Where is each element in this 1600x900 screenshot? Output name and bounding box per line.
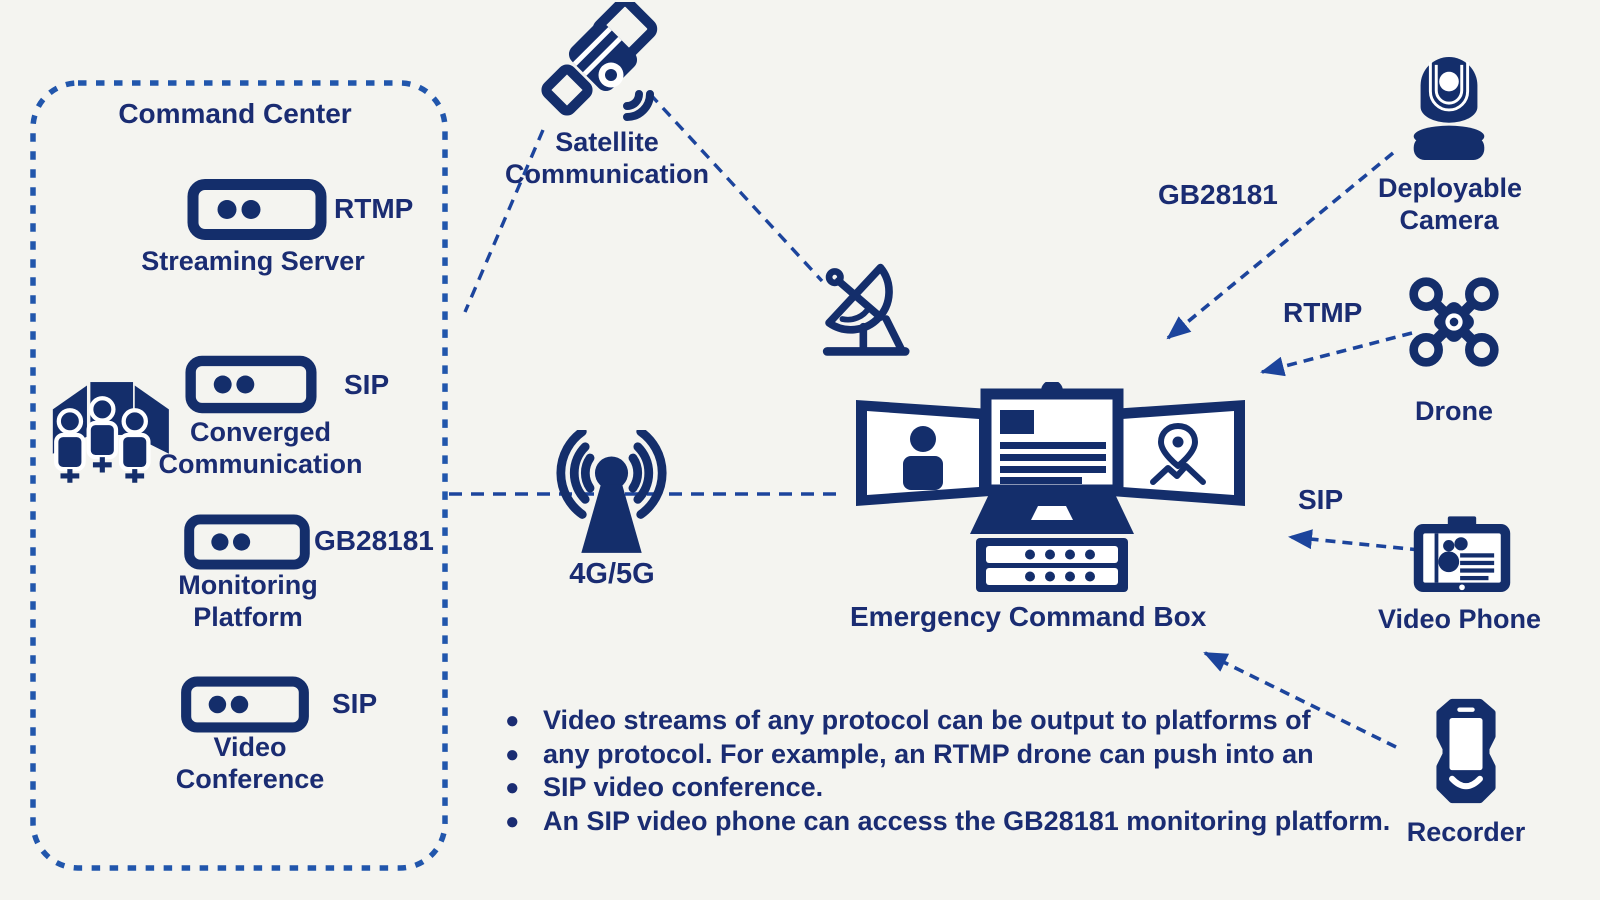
video-conference-label: Video Conference xyxy=(175,732,325,794)
drone-icon xyxy=(1406,274,1502,370)
converged-communication-protocol: SIP xyxy=(344,369,390,400)
recorder-label: Recorder xyxy=(1406,817,1526,847)
sip-arrow-label: SIP xyxy=(1298,484,1344,515)
arrow-drone-rtmp xyxy=(1260,331,1413,377)
cellular-label: 4G/5G xyxy=(569,558,655,590)
note-text: SIP video conference. xyxy=(543,772,824,802)
note-text: Video streams of any protocol can be out… xyxy=(543,705,1311,735)
note-item: ● any protocol. For example, an RTMP dron… xyxy=(497,738,1417,772)
cellular-antenna-icon xyxy=(556,430,668,557)
emergency-command-box-label: Emergency Command Box xyxy=(850,601,1207,632)
note-item: ● An SIP video phone can access the GB281… xyxy=(497,805,1417,839)
streaming-server-label: Streaming Server xyxy=(141,246,365,276)
command-center-title: Command Center xyxy=(118,98,352,129)
monitoring-platform-protocol: GB28181 xyxy=(314,525,434,556)
recorder-icon xyxy=(1426,688,1506,814)
bullet-icon: ● xyxy=(505,740,520,768)
video-conference-protocol: SIP xyxy=(332,688,378,719)
note-item: ● Video streams of any protocol can be ou… xyxy=(497,704,1417,738)
satellite-icon xyxy=(497,2,662,127)
gb28181-arrow-label: GB28181 xyxy=(1158,179,1278,210)
emergency-command-box-icon xyxy=(828,382,1273,600)
satellite-dish-icon xyxy=(810,260,910,360)
bullet-icon: ● xyxy=(505,774,520,801)
note-item: ● SIP video conference. xyxy=(497,771,1417,805)
server-icon xyxy=(180,676,310,733)
drone-label: Drone xyxy=(1414,396,1493,426)
server-icon xyxy=(187,178,327,241)
deployable-camera-icon xyxy=(1400,50,1498,166)
converged-communication-label: Converged Communication xyxy=(158,417,363,479)
arrow-videophone-sip xyxy=(1288,529,1421,552)
video-phone-label: Video Phone xyxy=(1377,604,1542,634)
conference-room-icon xyxy=(46,366,174,486)
bullet-icon: ● xyxy=(505,707,520,734)
deployable-camera-label: Deployable Camera xyxy=(1378,173,1523,235)
note-text: An SIP video phone can access the GB2818… xyxy=(543,805,1391,836)
monitoring-platform-label: Monitoring Platform xyxy=(178,570,318,632)
note-text: any protocol. For example, an RTMP drone… xyxy=(543,738,1314,769)
notes-list: ● Video streams of any protocol can be ou… xyxy=(497,704,1417,838)
server-icon xyxy=(185,355,317,414)
video-phone-icon xyxy=(1410,514,1514,602)
bullet-icon: ● xyxy=(505,807,520,835)
server-icon xyxy=(183,514,311,570)
streaming-server-protocol: RTMP xyxy=(334,193,414,224)
rtmp-arrow-label: RTMP xyxy=(1283,297,1363,328)
satellite-communication-label: Satellite Communication xyxy=(504,127,709,189)
